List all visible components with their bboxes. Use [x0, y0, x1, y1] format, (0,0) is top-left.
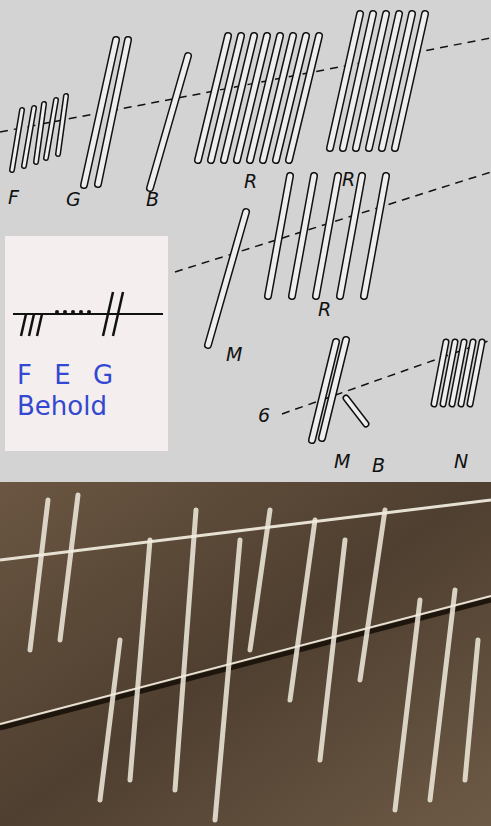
letter-label: R	[244, 172, 257, 191]
notch-outline	[208, 212, 246, 345]
ogham-key	[5, 236, 168, 356]
notch-fill	[395, 14, 425, 148]
notch-fill	[292, 176, 314, 296]
notch-fill	[364, 176, 386, 296]
vowel-dot	[87, 310, 91, 314]
notch-scratch	[175, 510, 196, 790]
notch-outline	[395, 14, 425, 148]
letter-label: R	[342, 170, 355, 189]
letter-label: B	[146, 190, 159, 209]
notch-outline	[98, 40, 128, 184]
notch-fill	[289, 36, 319, 160]
letter-label: M	[334, 452, 350, 471]
vowel-dot	[55, 310, 59, 314]
notch-outline	[268, 176, 290, 296]
notch-scratch	[60, 495, 78, 640]
notch-outline	[12, 110, 22, 170]
letter-label: F	[8, 188, 19, 207]
notch-fill	[268, 176, 290, 296]
notch-scratch	[395, 600, 420, 810]
notch-scratch	[430, 590, 455, 800]
notch-scratch	[290, 520, 315, 700]
notch-fill	[322, 340, 346, 438]
letter-key: F E G	[5, 360, 168, 391]
notch-outline	[58, 96, 66, 154]
notch-fill	[150, 56, 188, 188]
stem-line	[282, 340, 491, 414]
notch-scratch	[215, 540, 240, 820]
notch-fill	[340, 176, 362, 296]
notch-scratch	[30, 500, 48, 650]
notch-scratch	[250, 510, 270, 650]
notch-fill	[346, 398, 366, 424]
notch-fill	[46, 100, 56, 158]
notch-fill	[36, 104, 44, 162]
notch-fill	[24, 108, 34, 166]
inset-panel: F E GBehold	[5, 236, 168, 451]
notch-outline	[289, 36, 319, 160]
notch-outline	[346, 398, 366, 424]
letter-label: G	[66, 190, 81, 209]
vowel-dot	[79, 310, 83, 314]
notch-scratch	[100, 640, 120, 800]
vowel-dot	[71, 310, 75, 314]
stone-photo	[0, 495, 491, 820]
notch-outline	[150, 56, 188, 188]
notch	[21, 314, 26, 336]
notch-outline	[322, 340, 346, 438]
notch-scratch	[320, 540, 345, 760]
vowel-dot	[63, 310, 67, 314]
translation: Behold	[5, 391, 168, 422]
notch-outline	[36, 104, 44, 162]
letter-label: R	[318, 300, 331, 319]
notch-outline	[470, 342, 482, 404]
notch-scratch	[465, 640, 478, 780]
notch-fill	[470, 342, 482, 404]
notch-scratch	[130, 540, 150, 780]
letter-label: N	[454, 452, 468, 471]
notch	[37, 314, 42, 336]
notch-outline	[46, 100, 56, 158]
notch-outline	[24, 108, 34, 166]
notch	[103, 292, 113, 336]
notch-outline	[292, 176, 314, 296]
letter-label: 6	[258, 406, 270, 425]
notch-outline	[316, 176, 338, 296]
notch-fill	[208, 212, 246, 345]
notch-fill	[98, 40, 128, 184]
notch-outline	[340, 176, 362, 296]
notch-fill	[12, 110, 22, 170]
notch	[113, 292, 123, 336]
notch	[29, 314, 34, 336]
notch-fill	[316, 176, 338, 296]
notch-outline	[364, 176, 386, 296]
notch-fill	[58, 96, 66, 154]
letter-label: B	[372, 456, 385, 475]
letter-label: M	[226, 345, 242, 364]
notch-scratch	[360, 510, 385, 680]
ogham-sketch	[0, 14, 491, 440]
